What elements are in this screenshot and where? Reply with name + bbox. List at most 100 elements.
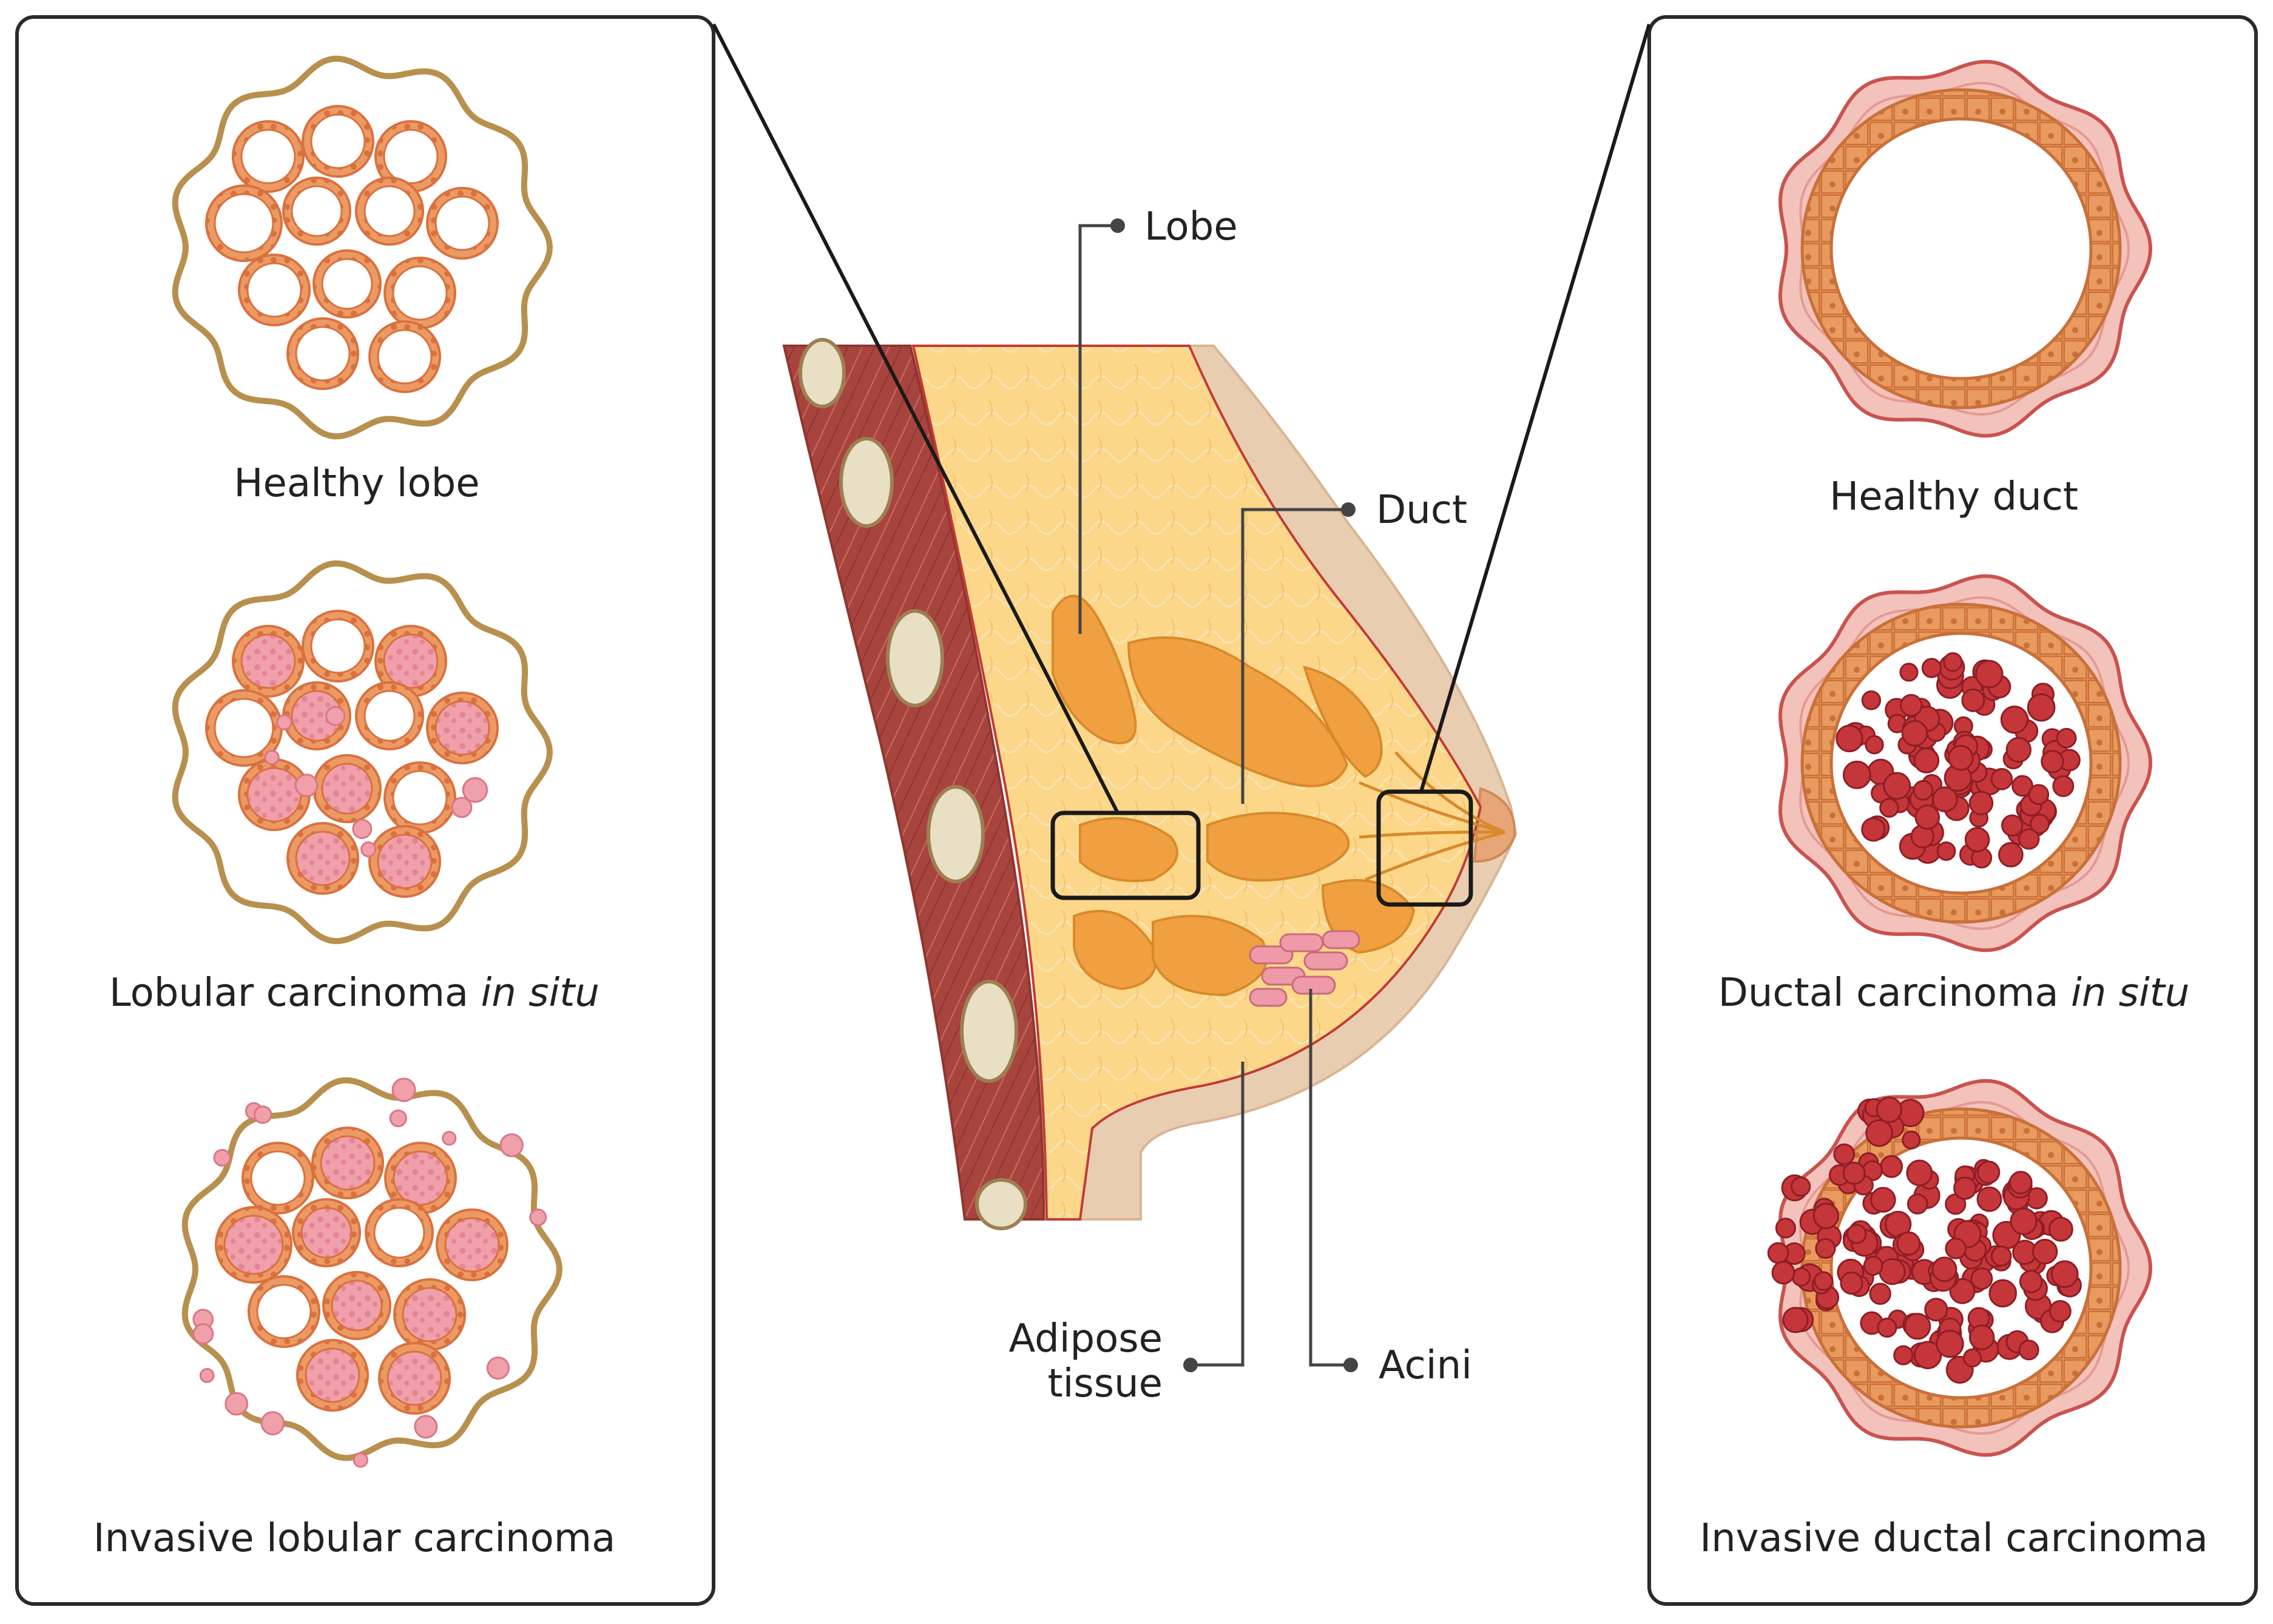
tumor-cell [2028, 784, 2050, 805]
acinus [205, 184, 283, 262]
duct-illustrations [1767, 59, 2153, 1457]
tumor-cell [1924, 1298, 1948, 1322]
duct-zoom-box [1376, 789, 1473, 907]
tumor-cell [1913, 780, 1934, 801]
tumor-cell [352, 818, 373, 839]
lobe-shape [1127, 636, 1349, 787]
tumor-cell [276, 714, 292, 730]
tumor-cell [1771, 1261, 1795, 1285]
tumor-cell [1990, 768, 2013, 790]
duct-cross-section [1778, 59, 2153, 438]
acinus [302, 105, 374, 178]
tumor-cell [2001, 814, 2024, 837]
acinus [215, 1206, 292, 1284]
lobe-label: Lobe [1144, 204, 1238, 249]
tumor-cell [2030, 814, 2050, 834]
tumor-cell [2032, 1238, 2058, 1265]
tumor-cell [264, 750, 280, 766]
lobe-shape [1206, 812, 1350, 882]
tumor-cell [1936, 841, 1956, 861]
tumor-cell [1869, 1282, 1891, 1305]
tumor-cell [2010, 1207, 2038, 1235]
tumor-cell [1943, 652, 1963, 672]
lobe-shape [1079, 817, 1178, 882]
tumor-cell [325, 706, 346, 726]
tumor-cell [2011, 775, 2033, 797]
ribs [799, 338, 1027, 1230]
acinus [296, 1339, 369, 1412]
tumor-cell [1902, 1130, 1921, 1150]
lobe-cross-section [181, 1077, 563, 1468]
tumor-cell [353, 1452, 368, 1468]
acinus [322, 1271, 391, 1340]
lobe-shape [1303, 665, 1383, 778]
tumor-cell [1815, 1238, 1836, 1259]
acini-cluster [1249, 930, 1360, 1007]
acinus [436, 1208, 508, 1281]
tumor-cell [1879, 798, 1899, 818]
tumor-cell [1877, 1317, 1897, 1338]
tumor-cell [1953, 1176, 1977, 1200]
acinus [365, 1198, 434, 1267]
tumor-cell [2048, 1299, 2072, 1323]
tumor-cell [529, 1208, 547, 1227]
tumor-cell [225, 1392, 249, 1416]
duct-leader [1241, 508, 1348, 804]
acinus [426, 187, 499, 260]
tumor-cell [1775, 1218, 1796, 1239]
tumor-cell [1791, 1267, 1811, 1287]
tumor-cell [1782, 1307, 1809, 1333]
tumor-cell [391, 1077, 416, 1102]
tumor-cell [462, 777, 488, 803]
lobe-shape [1073, 909, 1157, 991]
tumor-cell [2019, 1270, 2043, 1293]
acinus [393, 1278, 466, 1351]
tumor-cell [1767, 1242, 1789, 1264]
tumor-cell [1865, 735, 1884, 755]
acinus [368, 825, 441, 898]
tumor-cell [1936, 1329, 1964, 1358]
invasive-lobular-carcinoma-label: Invasive lobular carcinoma [93, 1516, 616, 1561]
tumor-cell [360, 841, 377, 858]
tumor-cell [1962, 1348, 1982, 1368]
tumor-cell [1907, 1193, 1928, 1215]
acinus [426, 692, 499, 764]
adipose-tissue-label-line1: Adipose [1008, 1316, 1163, 1361]
lobe-connector-line [712, 23, 1120, 814]
tumor-cell [1945, 1238, 1967, 1259]
duct-cross-section [1778, 574, 2153, 952]
acinus [286, 822, 359, 895]
tumor-cell [499, 1133, 524, 1157]
tumor-cell [1947, 744, 1974, 771]
tumor-cell [260, 1411, 285, 1435]
acinus [238, 758, 311, 831]
tumor-cell [1901, 719, 1928, 747]
tumor-cell [1968, 790, 1994, 816]
acinus [378, 1342, 451, 1415]
breast-cross-section [712, 23, 1651, 1230]
tumor-cell [1899, 662, 1919, 682]
tumor-cell [213, 1148, 231, 1167]
tumor-cell [2000, 706, 2029, 734]
tumor-cell [1913, 747, 1940, 773]
acinus [241, 1142, 314, 1215]
acini-leader [1309, 989, 1351, 1367]
acinus [238, 254, 311, 326]
tumor-cell [1846, 1224, 1867, 1244]
tumor-cell [2050, 1260, 2079, 1289]
acini-label: Acini [1379, 1343, 1472, 1388]
tumor-cell [1913, 1341, 1942, 1369]
tumor-cell [1842, 760, 1871, 789]
lobe-zoom-box [1050, 810, 1201, 900]
tumor-cell [1899, 694, 1923, 717]
tumor-cell [199, 1368, 215, 1383]
tumor-cell [1906, 1159, 1933, 1187]
tumor-cell [2056, 727, 2077, 749]
duct-cross-section [1767, 1079, 2153, 1457]
tumor-cell [2052, 775, 2075, 797]
label-leaders [1078, 224, 1351, 1367]
acinus [355, 177, 424, 246]
tumor-cell [1931, 786, 1958, 813]
tumor-cell [1921, 658, 1942, 678]
